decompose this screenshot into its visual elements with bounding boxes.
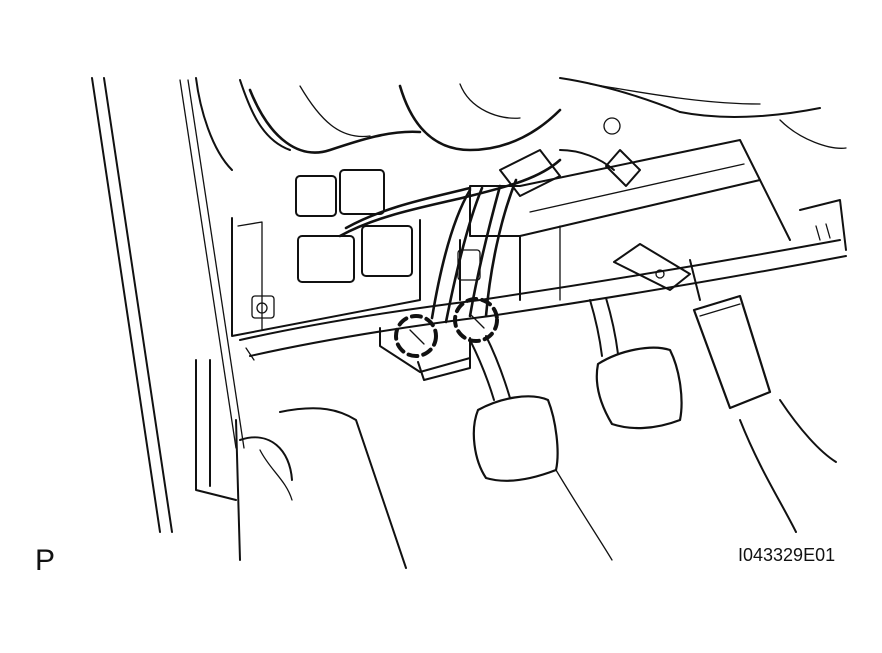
cross-bar: [239, 239, 847, 361]
dash-panel: [195, 77, 847, 171]
figure-code: I043329E01: [738, 545, 836, 565]
door-pillar: [91, 77, 245, 533]
right-trim: [799, 199, 847, 251]
clip-marker-left: [394, 314, 438, 358]
floor-panel: [195, 359, 837, 569]
wire-harness: [248, 83, 641, 324]
pedal-bracket: [613, 243, 691, 291]
clip-marker-right: [453, 297, 499, 343]
brake-pedal: [469, 335, 559, 482]
relay-block: [231, 169, 421, 337]
accelerator-pedal: [689, 259, 772, 410]
clip-markers: [394, 297, 499, 358]
center-pedal: [589, 297, 683, 430]
connector: [379, 327, 471, 381]
view-letter: P: [35, 544, 56, 577]
